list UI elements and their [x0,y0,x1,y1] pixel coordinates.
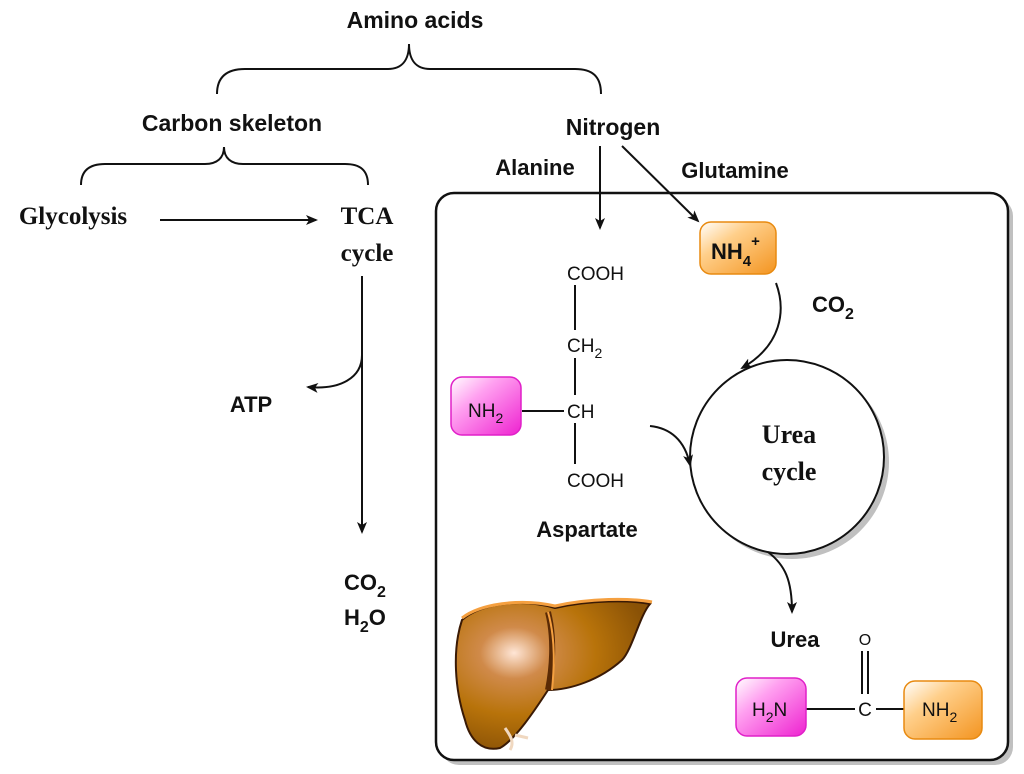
co2-output-label: CO2 [344,570,386,601]
h2n-subscript: 2 [766,709,774,725]
aspartate-label: Aspartate [536,517,637,542]
alanine-label: Alanine [495,155,574,180]
tca-to-atp-arrow [306,354,363,393]
nh4-superscript: + [751,233,760,250]
co2-subscript: 2 [377,584,386,601]
aspartate-nh2-text: NH [468,401,495,422]
aspartate-amine-label: NH2 [468,401,503,426]
nh4-text: NH [711,239,743,264]
urea-cycle-label-line1: Urea [762,420,816,449]
glutamine-label: Glutamine [681,158,789,183]
h2o-h: H [344,605,360,630]
h2n-n: N [774,700,788,721]
ammonium-label: NH4 + [711,233,760,270]
urea-nh2-label: NH2 [922,700,957,725]
nitrogen-label: Nitrogen [566,114,661,140]
aspartate-nh2-subscript: 2 [495,410,503,426]
aspartate-ch2: CH2 [567,336,602,361]
ch2-subscript: 2 [594,345,602,361]
aspartate-amine-box [450,376,522,436]
liver-ligament [547,611,555,691]
ch2-text: CH [567,336,594,357]
co2-input-label: CO2 [812,292,854,323]
h2n-h: H [752,700,766,721]
tca-label-line1: TCA [341,203,394,230]
urea-nh2-box [903,680,983,740]
glutamine-arrow [621,145,700,223]
urea-h2n-box [735,677,807,737]
co2-text: CO [344,570,377,595]
aspartate-to-urea-cycle-arrow [649,425,693,467]
co2-input-subscript: 2 [845,306,854,323]
h2o-output-label: H2O [344,605,386,636]
urea-nh2-text: NH [922,700,949,721]
liver-icon [454,597,653,751]
carbon-skeleton-brace [80,146,369,186]
urea-nh2-subscript: 2 [949,709,957,725]
ammonium-to-urea-cycle-arrow [740,282,782,369]
aspartate-cooh-bottom: COOH [567,471,624,492]
ammonium-box [699,221,777,275]
urea-cycle-to-urea-arrow [767,551,797,614]
nh4-subscript: 4 [743,253,752,270]
urea-h2n-label: H2N [752,700,787,725]
co2-input-text: CO [812,292,845,317]
amino-acids-label: Amino acids [347,7,484,33]
liver-top-edge [461,597,653,620]
carbon-skeleton-label: Carbon skeleton [142,110,322,136]
atp-label: ATP [230,392,272,417]
urea-oxygen: O [859,632,871,649]
amino-acids-brace [216,43,602,95]
aspartate-ch: CH [567,402,594,423]
tca-label-line2: cycle [341,240,394,267]
urea-carbon: C [858,700,872,721]
glycolysis-label: Glycolysis [19,203,128,230]
h2o-o: O [369,605,386,630]
urea-label: Urea [771,627,821,652]
urea-cycle-label-line2: cycle [762,457,817,486]
aspartate-cooh-top: COOH [567,264,624,285]
h2o-subscript: 2 [360,619,369,636]
liver-vessels [503,727,529,751]
